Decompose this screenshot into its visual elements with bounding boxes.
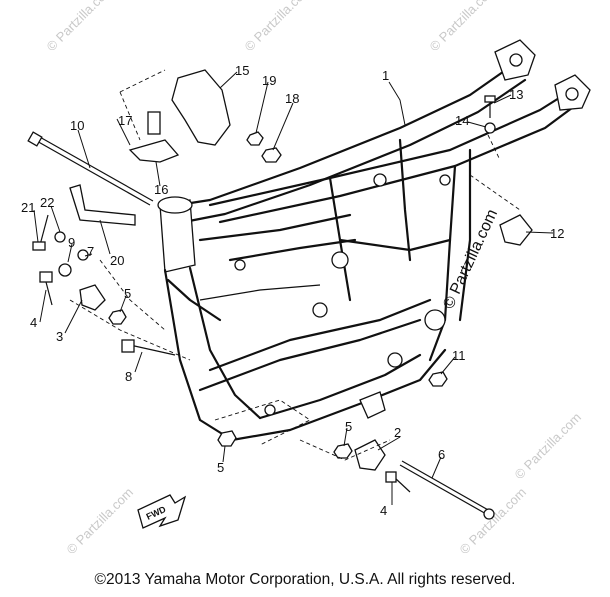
- reference-lines: [69, 69, 521, 461]
- loose-parts: [27, 69, 533, 520]
- callout-4b: 4: [380, 503, 387, 518]
- callout-9: 9: [68, 235, 75, 250]
- fwd-arrow: FWD: [137, 494, 187, 529]
- callout-14: 14: [455, 113, 469, 128]
- callout-8: 8: [125, 369, 132, 384]
- callout-3: 3: [56, 329, 63, 344]
- callout-21: 21: [21, 200, 35, 215]
- watermark-top-center: © Partzilla.com: [242, 0, 315, 54]
- callout-18: 18: [285, 91, 299, 106]
- callout-5a: 5: [124, 286, 131, 301]
- motorcycle-frame: [157, 39, 591, 442]
- watermark-top-right: © Partzilla.com: [427, 0, 500, 54]
- callouts: 1 2 3 4 4 5 5 5 6 7 8 9 10 11 12 13 14 1…: [21, 63, 564, 518]
- leader-lines: [33, 71, 554, 505]
- callout-5b: 5: [217, 460, 224, 475]
- watermark-bottom-left: © Partzilla.com: [64, 485, 137, 558]
- callout-2: 2: [394, 425, 401, 440]
- callout-17: 17: [118, 113, 132, 128]
- callout-6: 6: [438, 447, 445, 462]
- callout-19: 19: [262, 73, 276, 88]
- callout-12: 12: [550, 226, 564, 241]
- copyright-notice: ©2013 Yamaha Motor Corporation, U.S.A. A…: [94, 571, 516, 588]
- watermark-bottom-right: © Partzilla.com: [457, 485, 530, 558]
- callout-11: 11: [452, 348, 466, 363]
- callout-13: 13: [509, 87, 523, 102]
- callout-5c: 5: [345, 419, 352, 434]
- callout-20: 20: [110, 253, 124, 268]
- callout-1: 1: [382, 68, 389, 83]
- callout-22: 22: [40, 195, 54, 210]
- callout-7: 7: [87, 244, 94, 259]
- callout-16: 16: [154, 182, 168, 197]
- watermark-top-left: © Partzilla.com: [44, 0, 117, 54]
- watermarks: © Partzilla.com © Partzilla.com © Partzi…: [44, 0, 585, 557]
- nut-18: [261, 147, 282, 163]
- watermark-mid-right: © Partzilla.com: [512, 410, 585, 483]
- nut-19: [246, 131, 264, 146]
- callout-15: 15: [235, 63, 249, 78]
- callout-10: 10: [70, 118, 84, 133]
- callout-4a: 4: [30, 315, 37, 330]
